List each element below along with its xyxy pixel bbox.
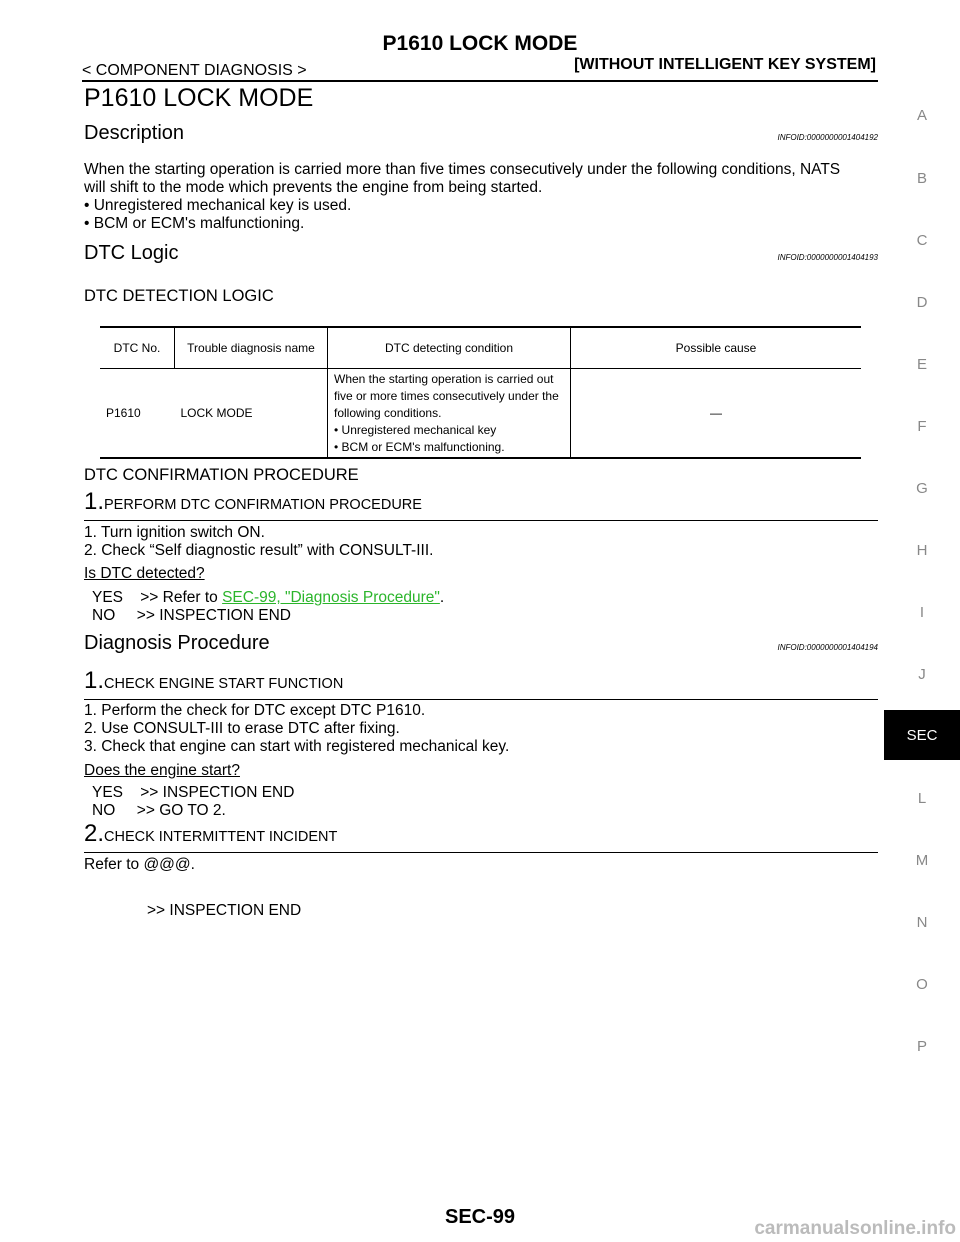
answer-yes: YES >> Refer to SEC-99, "Diagnosis Proce… <box>92 589 444 607</box>
diagnosis-step-1: 1.CHECK ENGINE START FUNCTION <box>84 667 343 695</box>
confirm-steps-list: 1. Turn ignition switch ON. 2. Check “Se… <box>84 524 433 560</box>
diagnosis-infoid: INFOID:0000000001404194 <box>777 643 878 652</box>
question-dtc-detected: Is DTC detected? <box>84 565 205 582</box>
step-number: 1. <box>84 488 105 515</box>
description-text: When the starting operation is carried m… <box>84 161 884 233</box>
description-heading: Description <box>84 122 185 144</box>
header-rule <box>82 80 878 82</box>
breadcrumb: < COMPONENT DIAGNOSIS > <box>82 62 307 79</box>
table-row: P1610 LOCK MODE When the starting operat… <box>100 368 861 459</box>
cell-dtc-no: P1610 <box>100 368 175 459</box>
cell-condition: When the starting operation is carried o… <box>327 368 571 459</box>
table-header-row: DTC No. Trouble diagnosis name DTC detec… <box>100 326 861 369</box>
side-tab-b[interactable]: B <box>916 170 927 187</box>
main-title: P1610 LOCK MODE <box>84 84 314 112</box>
side-tab-p[interactable]: P <box>916 1038 927 1055</box>
condition-line: following conditions. <box>334 405 442 420</box>
side-tab-m[interactable]: M <box>915 852 929 869</box>
side-tab-c[interactable]: C <box>916 232 928 249</box>
step-rule <box>84 520 878 521</box>
side-tab-j[interactable]: J <box>918 666 926 683</box>
answer-yes: YES >> INSPECTION END <box>92 784 295 801</box>
list-item: 1. Perform the check for DTC except DTC … <box>84 702 426 719</box>
col-header-cause: Possible cause <box>570 326 861 369</box>
side-tab-n[interactable]: N <box>916 914 928 931</box>
answer-no: NO >> GO TO 2. <box>92 802 226 819</box>
question-engine-start: Does the engine start? <box>84 762 240 779</box>
step-title: CHECK ENGINE START FUNCTION <box>104 676 344 692</box>
side-tab-i[interactable]: I <box>919 604 925 621</box>
dtc-logic-infoid: INFOID:0000000001404193 <box>777 253 878 262</box>
description-bullet: • Unregistered mechanical key is used. <box>84 197 352 214</box>
side-tab-d[interactable]: D <box>916 294 928 311</box>
page-title: P1610 LOCK MODE <box>382 32 578 55</box>
detection-logic-heading: DTC DETECTION LOGIC <box>84 287 274 305</box>
list-item: 2. Check “Self diagnostic result” with C… <box>84 542 434 559</box>
side-tab-h[interactable]: H <box>916 542 928 559</box>
side-tab-o[interactable]: O <box>916 976 928 993</box>
confirm-step-1: 1.PERFORM DTC CONFIRMATION PROCEDURE <box>84 488 422 516</box>
step-title: PERFORM DTC CONFIRMATION PROCEDURE <box>104 497 422 513</box>
step-rule <box>84 852 878 853</box>
cell-cause: — <box>570 368 861 459</box>
side-tab-f[interactable]: F <box>917 418 927 435</box>
list-item: 2. Use CONSULT-III to erase DTC after fi… <box>84 720 400 737</box>
diagnosis-steps-list: 1. Perform the check for DTC except DTC … <box>84 702 509 756</box>
dtc-table: DTC No. Trouble diagnosis name DTC detec… <box>100 326 861 459</box>
side-tab-l[interactable]: L <box>917 790 927 807</box>
refer-text: Refer to @@@. <box>84 856 195 873</box>
col-header-condition: DTC detecting condition <box>327 326 571 369</box>
section-tag: [WITHOUT INTELLIGENT KEY SYSTEM] <box>574 56 876 73</box>
condition-line: When the starting operation is carried o… <box>334 371 554 386</box>
dtc-logic-heading: DTC Logic <box>84 242 179 264</box>
step-rule <box>84 699 878 700</box>
list-item: 1. Turn ignition switch ON. <box>84 524 265 541</box>
description-bullet: • BCM or ECM's malfunctioning. <box>84 215 305 232</box>
side-tab-a[interactable]: A <box>916 107 927 124</box>
diagnosis-step-2: 2.CHECK INTERMITTENT INCIDENT <box>84 820 337 848</box>
list-item: 3. Check that engine can start with regi… <box>84 738 510 755</box>
cell-name: LOCK MODE <box>174 368 328 459</box>
col-header-name: Trouble diagnosis name <box>174 326 328 369</box>
answer-yes-suffix: . <box>439 589 445 606</box>
condition-bullet: • BCM or ECM's malfunctioning. <box>334 439 505 454</box>
condition-line: five or more times consecutively under t… <box>334 388 559 403</box>
side-tab-g[interactable]: G <box>916 480 928 497</box>
page-number: SEC-99 <box>444 1206 516 1228</box>
side-tab-sec-active[interactable]: SEC <box>884 710 960 760</box>
col-header-dtc-no: DTC No. <box>100 326 175 369</box>
watermark: carmanualsonline.info <box>754 1218 956 1239</box>
side-tab-e[interactable]: E <box>916 356 927 373</box>
condition-bullet: • Unregistered mechanical key <box>334 422 497 437</box>
answer-yes-label: YES >> Refer to <box>92 589 223 606</box>
diagnosis-procedure-link[interactable]: SEC-99, "Diagnosis Procedure" <box>222 589 440 606</box>
description-line: will shift to the mode which prevents th… <box>84 179 543 196</box>
step-title: CHECK INTERMITTENT INCIDENT <box>104 829 338 845</box>
answer-no: NO >> INSPECTION END <box>92 607 291 624</box>
inspection-end: >> INSPECTION END <box>147 902 302 919</box>
diagnosis-heading: Diagnosis Procedure <box>84 632 270 654</box>
description-line: When the starting operation is carried m… <box>84 161 841 178</box>
description-infoid: INFOID:0000000001404192 <box>777 133 878 142</box>
confirmation-heading: DTC CONFIRMATION PROCEDURE <box>84 466 359 484</box>
step-number: 1. <box>84 667 105 694</box>
step-number: 2. <box>84 820 105 847</box>
